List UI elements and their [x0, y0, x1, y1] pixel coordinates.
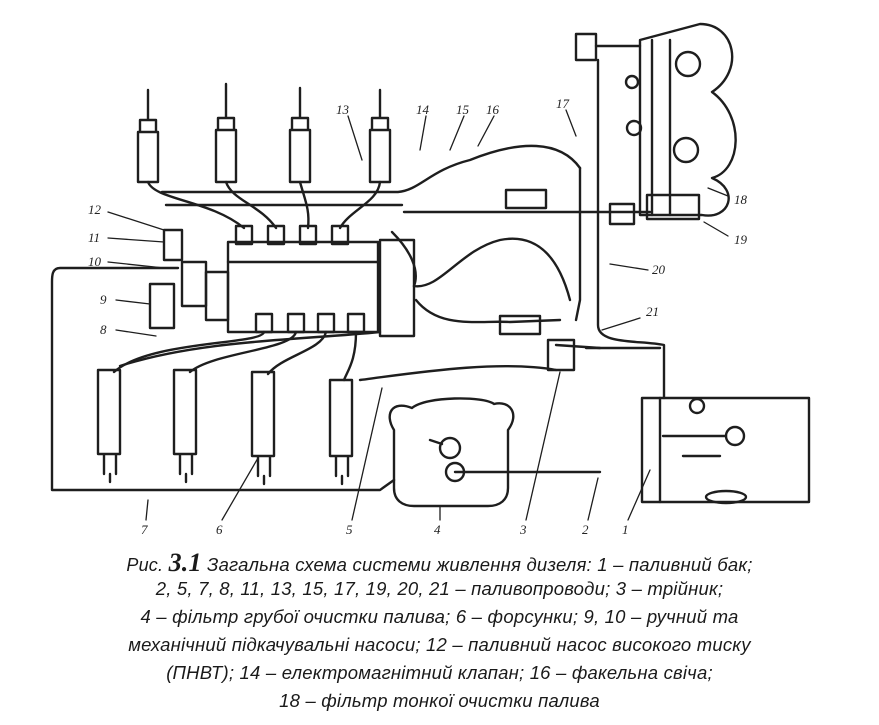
callout-12: 12 [88, 202, 102, 217]
callout-15: 15 [456, 102, 470, 117]
figure-number: 3.1 [168, 548, 202, 577]
priming-pumps [148, 228, 230, 330]
callout-13: 13 [336, 102, 350, 117]
callout-10: 10 [88, 254, 102, 269]
callout-14: 14 [416, 102, 430, 117]
caption-line-4: механічний підкачувальні насоси; 12 – па… [128, 634, 751, 655]
callout-16: 16 [486, 102, 500, 117]
caption-line-3: 4 – фільтр грубої очистки палива; 6 – фо… [140, 606, 739, 627]
callout-5: 5 [346, 522, 353, 537]
caption-line-1: Рис. 3.1 Загальна схема системи живлення… [0, 548, 879, 578]
callout-11-left: 11 [88, 230, 100, 245]
callout-17: 17 [556, 96, 570, 111]
callout-3: 3 [519, 522, 527, 537]
upper-injectors [136, 82, 392, 184]
coarse-filter [388, 397, 515, 508]
callout-7: 7 [141, 522, 148, 537]
callout-20: 20 [652, 262, 666, 277]
callout-18: 18 [734, 192, 748, 207]
callout-1: 1 [622, 522, 629, 537]
callout-9: 9 [100, 292, 107, 307]
fuel-pipes [50, 58, 666, 492]
caption-line-5: (ПНВТ); 14 – електромагнітний клапан; 16… [166, 662, 713, 683]
fuel-tank [640, 396, 811, 505]
callout-19: 19 [734, 232, 748, 247]
callout-4: 4 [434, 522, 441, 537]
lower-injectors [96, 368, 354, 486]
high-pressure-pump [226, 224, 416, 338]
upper-fuel-lines [146, 144, 582, 230]
leader-lines [107, 109, 729, 521]
caption-line-6: 18 – фільтр тонкої очистки палива [279, 690, 600, 711]
lower-fuel-lines [112, 330, 382, 382]
fine-filter [574, 22, 737, 221]
callout-6: 6 [216, 522, 223, 537]
callout-21: 21 [646, 304, 659, 319]
caption-text-1: Загальна схема системи живлення дизеля: … [207, 554, 753, 575]
figure-prefix: Рис. [126, 555, 164, 575]
callout-labels: 1 2 3 4 5 6 7 8 9 10 11 12 13 14 15 16 1… [88, 96, 748, 537]
fuel-system-diagram: 1 2 3 4 5 6 7 8 9 10 11 12 13 14 15 16 1… [50, 22, 811, 537]
caption-line-2: 2, 5, 7, 8, 11, 13, 15, 17, 19, 20, 21 –… [155, 578, 724, 599]
callout-8: 8 [100, 322, 107, 337]
callout-2: 2 [582, 522, 589, 537]
